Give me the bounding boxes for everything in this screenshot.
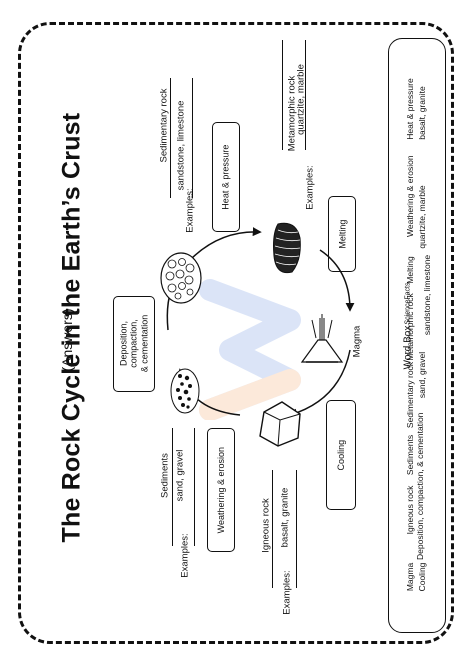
word-box: [388, 38, 446, 633]
answer-line: [194, 428, 196, 546]
process-label-line: Deposition,: [118, 321, 129, 367]
word-box-item: quartzite, marble: [417, 185, 427, 249]
magma-volcano-icon: [300, 314, 344, 363]
word-box-item: Sedimentary rock: [405, 361, 415, 429]
process-label-line: compaction,: [128, 319, 139, 369]
answer-line: [192, 78, 194, 198]
process-box-melting: Melting: [328, 196, 356, 272]
examples-label: Examples:: [281, 570, 293, 615]
brand-logo: ScienceFacts: [404, 282, 412, 325]
igneous-heading: Igneous rock: [260, 498, 272, 553]
process-box-weathering: Weathering & erosion: [207, 428, 235, 552]
sedimentary-rock-icon: [160, 252, 202, 304]
igneous-rock-icon: [259, 401, 301, 447]
metamorphic-rock-icon: [273, 222, 301, 274]
word-box-item: Heat & pressure: [405, 78, 415, 140]
word-box-item: sand, gravel: [417, 351, 427, 399]
examples-label: Examples:: [304, 165, 316, 210]
answer-line: [296, 470, 298, 588]
process-box-heat-pressure: Heat & pressure: [212, 122, 240, 232]
examples-label: Examples:: [179, 533, 191, 578]
dashed-border: [18, 22, 454, 644]
word-box-item: sandstone, limestone: [422, 254, 432, 336]
igneous-answer: basalt, granite: [279, 487, 291, 548]
answer-line: [282, 40, 284, 150]
answer-line: [272, 470, 274, 588]
word-box-item: Deposition, compaction, & cementation: [415, 412, 425, 560]
sedimentary-answer: sandstone, limestone: [175, 100, 187, 191]
answer-line: [170, 78, 172, 198]
process-box-deposition: Deposition, compaction, & cementation: [113, 296, 155, 392]
answer-line: [305, 40, 307, 150]
sediments-icon: [170, 368, 200, 414]
process-label-group: Deposition, compaction, & cementation: [118, 315, 149, 373]
process-label: Cooling: [335, 439, 346, 471]
process-label: Heat & pressure: [220, 144, 231, 210]
sediments-answer: sand, gravel: [174, 449, 186, 502]
sedimentary-heading: Sedimentary rock: [158, 88, 170, 163]
word-box-item: Weathering & erosion: [405, 155, 415, 237]
sediments-heading: Sediments: [159, 453, 171, 498]
worksheet-subtitle: (Answers): [59, 308, 75, 372]
answer-line: [172, 428, 174, 546]
process-label-line: & cementation: [139, 315, 150, 373]
process-box-cooling: Cooling: [326, 400, 356, 510]
process-label: Weathering & erosion: [215, 446, 226, 534]
rock-cycle-arrows: [166, 227, 355, 418]
word-box-item: basalt, granite: [417, 86, 427, 140]
